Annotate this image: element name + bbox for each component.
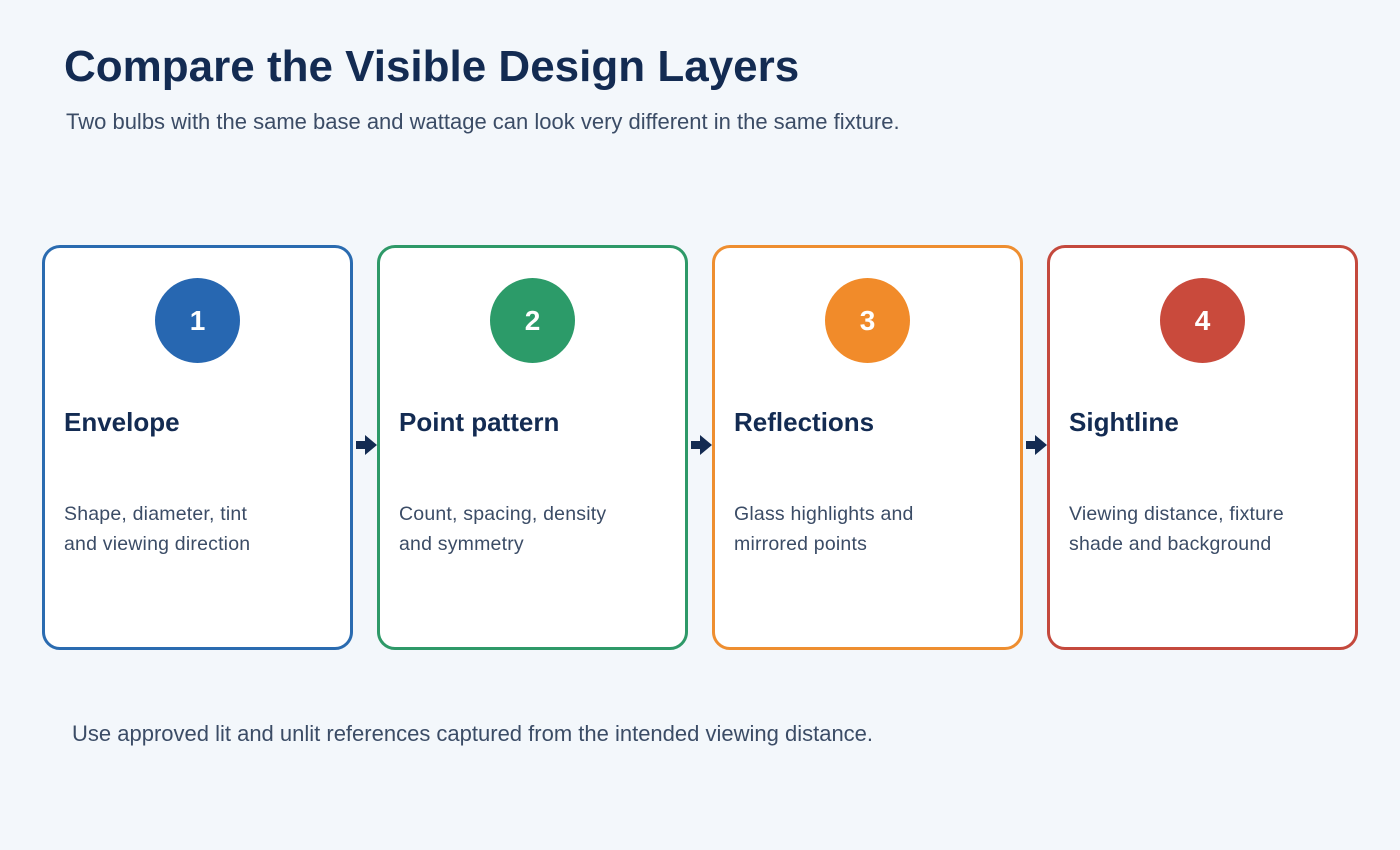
step-number-badge: 4 xyxy=(1160,278,1245,363)
step-description: Shape, diameter, tint and viewing direct… xyxy=(64,503,251,555)
step-title: Reflections xyxy=(734,407,875,437)
page-subtitle: Two bulbs with the same base and wattage… xyxy=(66,109,900,134)
footer-note: Use approved lit and unlit references ca… xyxy=(72,721,874,746)
step-number-badge: 2 xyxy=(490,278,575,363)
step-number-badge: 3 xyxy=(825,278,910,363)
step-description: Count, spacing, density and symmetry xyxy=(399,503,607,555)
step-title: Sightline xyxy=(1069,407,1179,437)
step-title: Envelope xyxy=(64,407,180,437)
step-number-badge: 1 xyxy=(155,278,240,363)
step-title: Point pattern xyxy=(399,407,560,437)
step-card-reflections: 3 Reflections Glass highlights and mirro… xyxy=(712,245,1023,650)
step-description: Viewing distance, fixture shade and back… xyxy=(1069,503,1284,555)
page-title: Compare the Visible Design Layers xyxy=(64,42,800,91)
arrow-right-icon xyxy=(691,435,712,455)
step-card-sightline: 4 Sightline Viewing distance, fixture sh… xyxy=(1047,245,1358,650)
step-description: Glass highlights and mirrored points xyxy=(734,503,914,555)
step-card-envelope: 1 Envelope Shape, diameter, tint and vie… xyxy=(42,245,353,650)
arrow-right-icon xyxy=(356,435,377,455)
step-card-point-pattern: 2 Point pattern Count, spacing, density … xyxy=(377,245,688,650)
arrow-right-icon xyxy=(1026,435,1047,455)
